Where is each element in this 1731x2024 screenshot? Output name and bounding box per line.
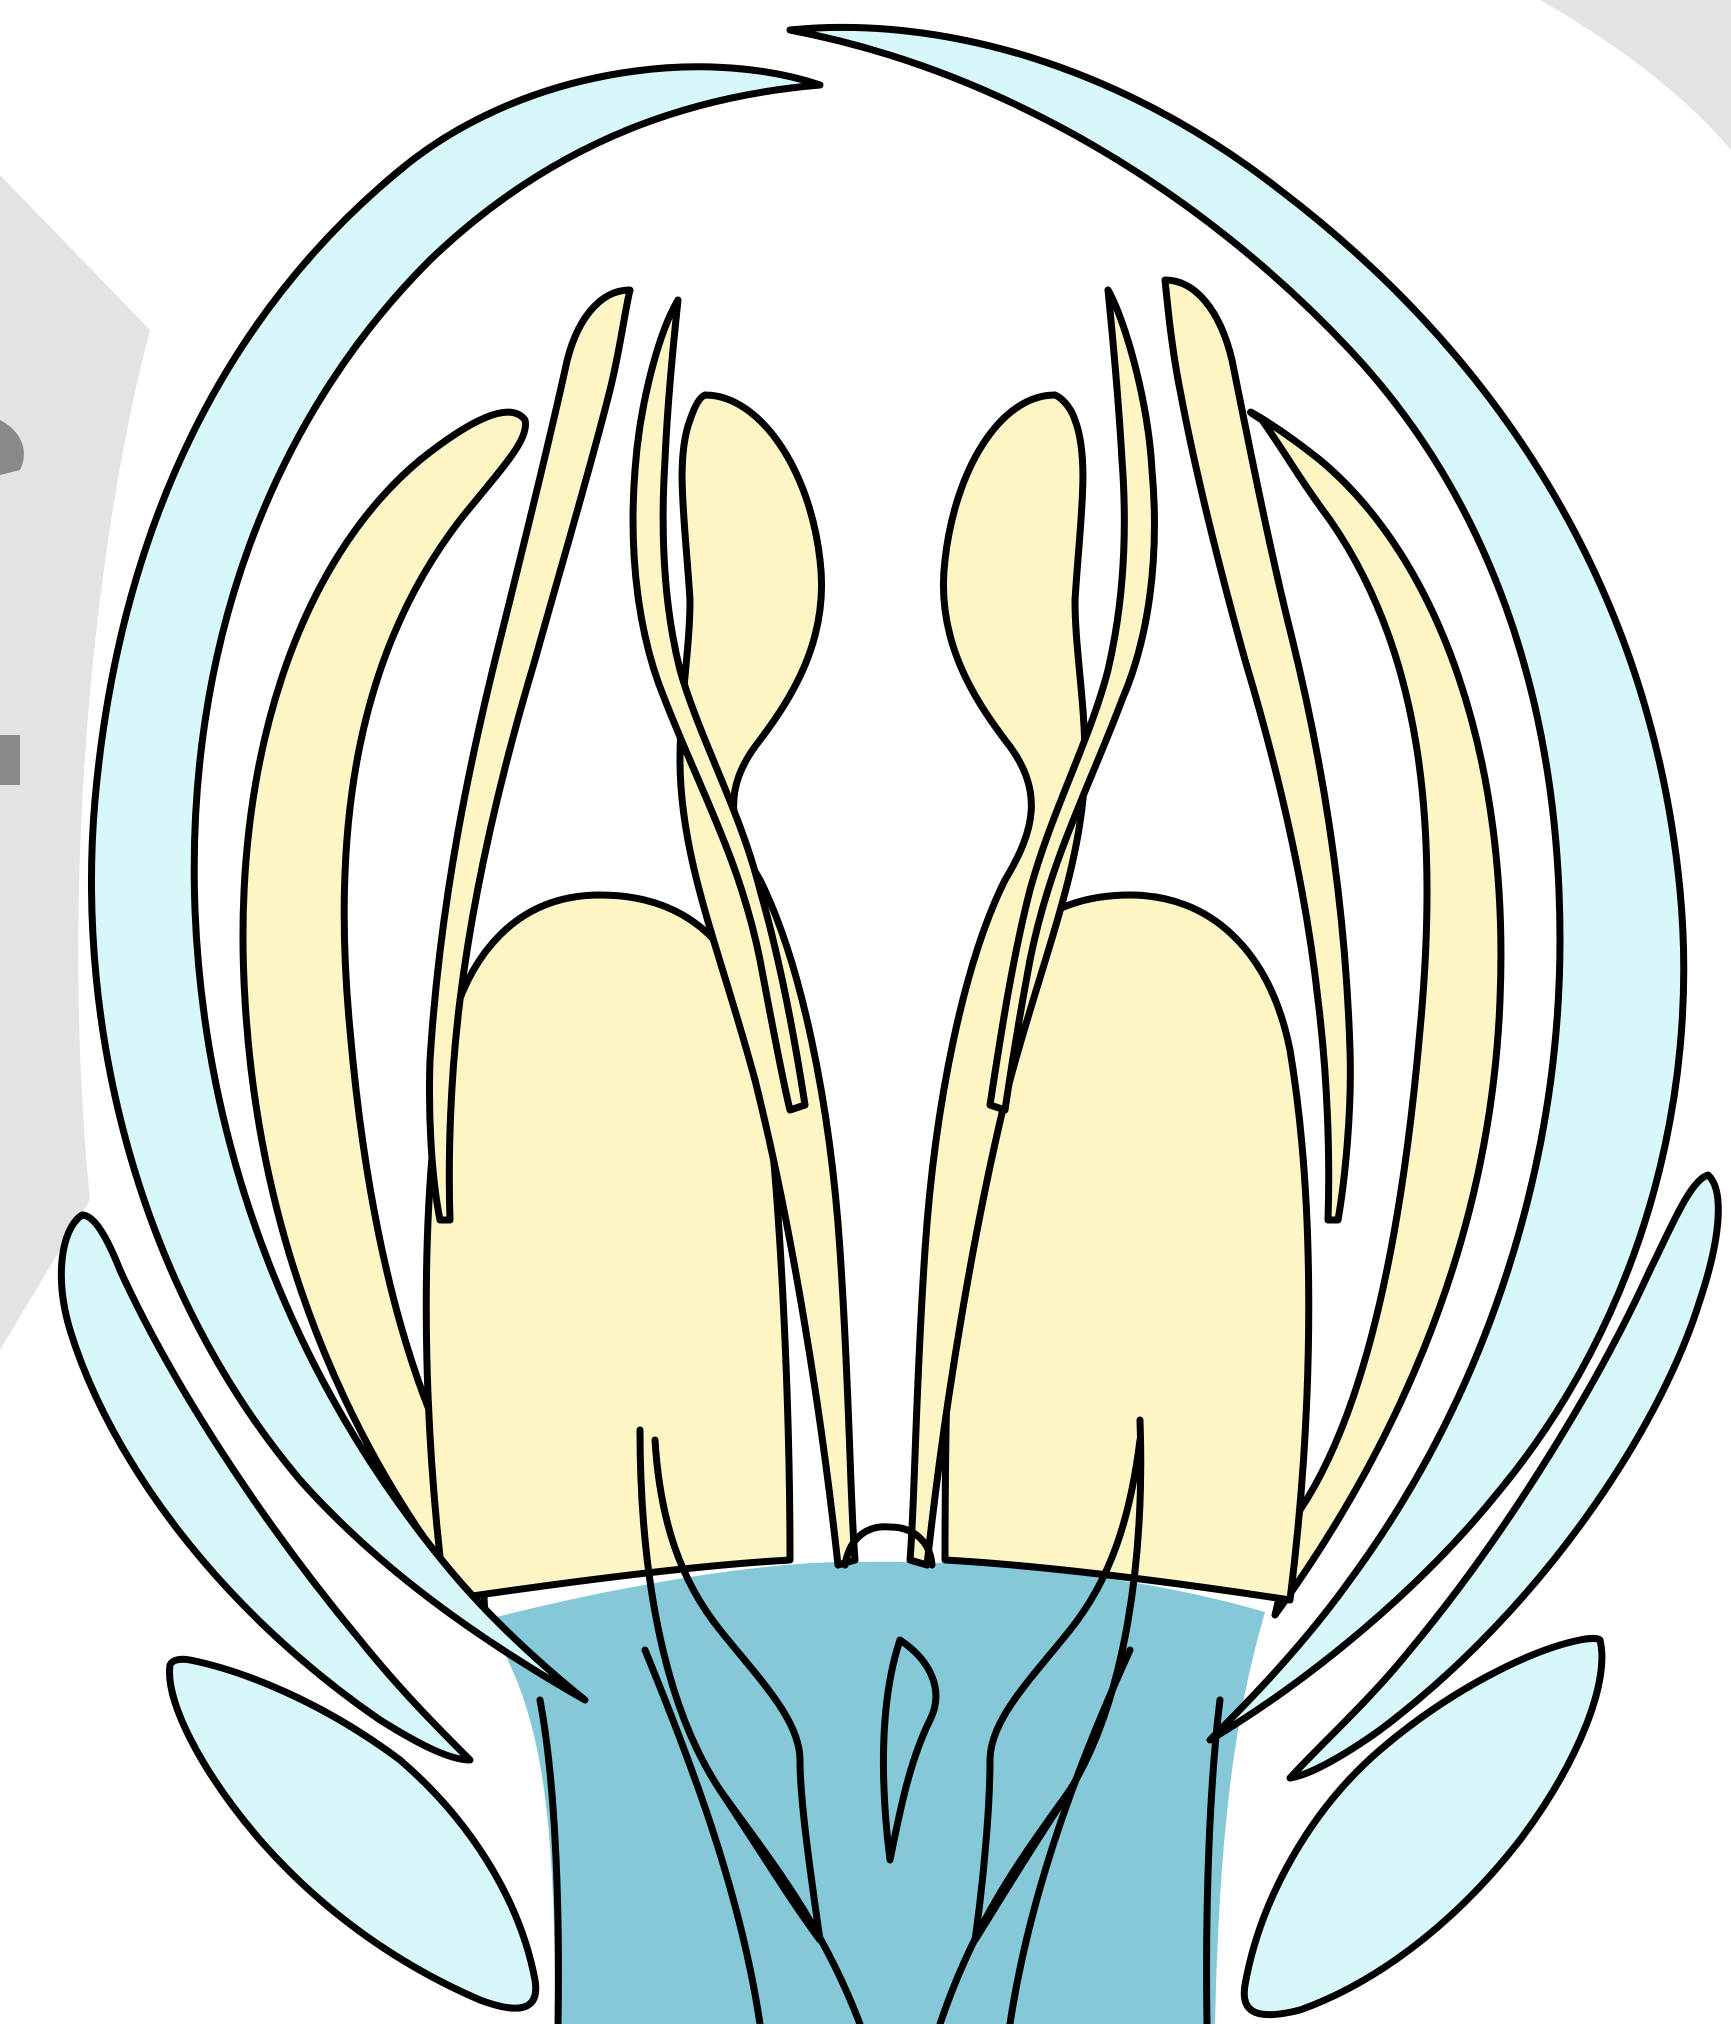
left-lowest-scale <box>170 1659 536 2008</box>
watermark-circle-right <box>1540 0 1731 150</box>
receptacle <box>485 1562 1265 2024</box>
watermark-letter-bottom <box>0 735 20 785</box>
